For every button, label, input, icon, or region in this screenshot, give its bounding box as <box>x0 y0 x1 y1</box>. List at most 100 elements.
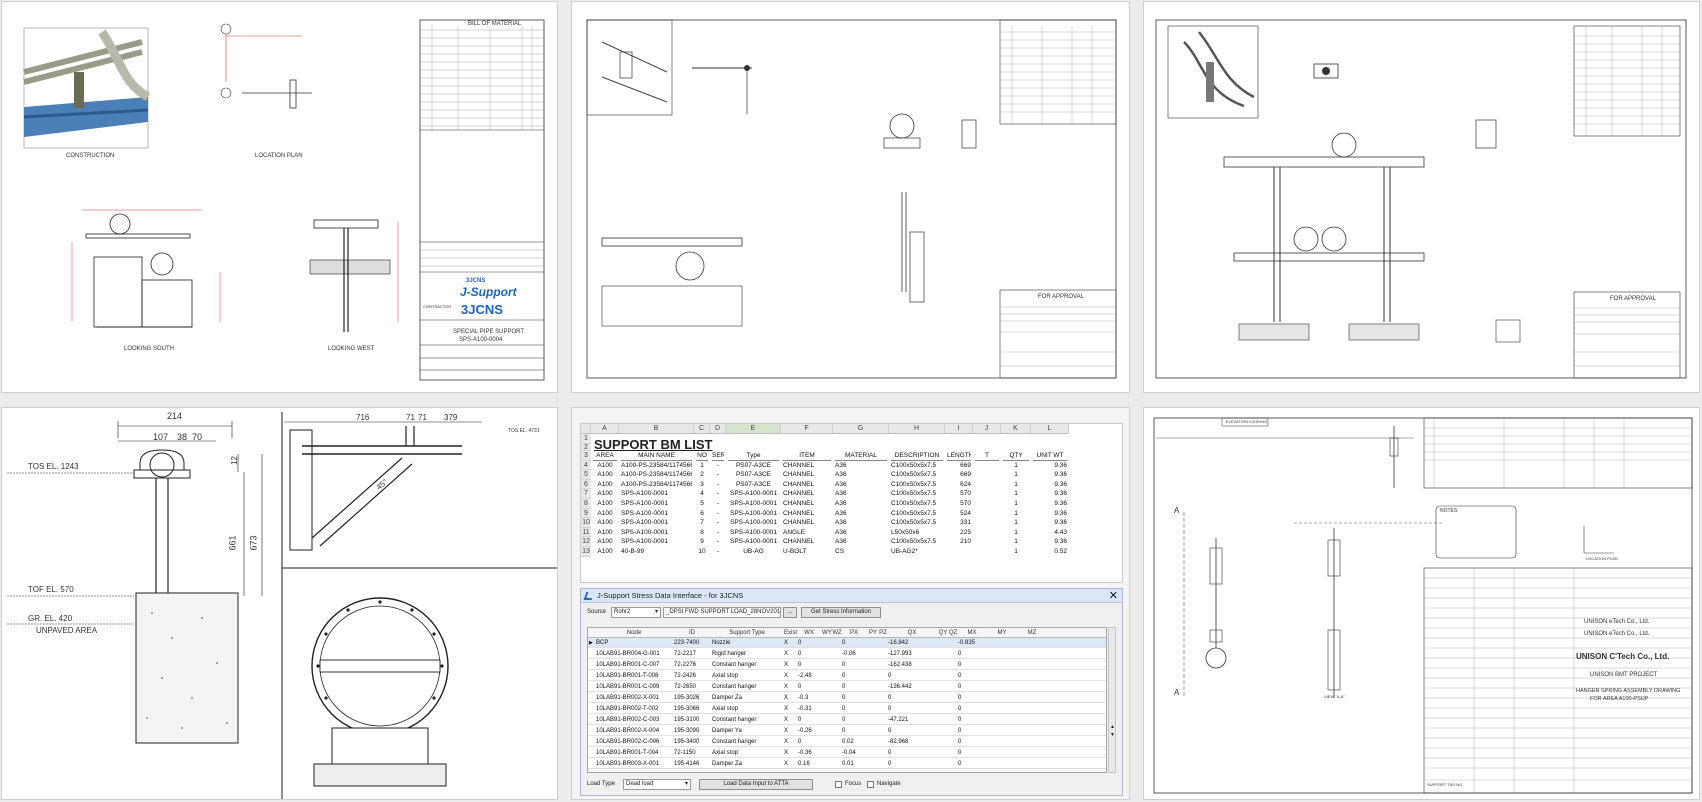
grid-column-header[interactable]: WX <box>804 630 814 636</box>
table-cell[interactable]: C100x50x5x7.5 <box>891 480 937 488</box>
table-cell[interactable]: 8 <box>700 528 704 536</box>
grid-cell[interactable]: 0 <box>798 662 802 668</box>
table-cell[interactable]: 225 <box>960 528 971 536</box>
grid-column-header[interactable]: MZ <box>1027 630 1037 636</box>
grid-cell[interactable]: 195-3400 <box>674 739 700 745</box>
grid-cell[interactable]: 0 <box>798 651 802 657</box>
table-cell[interactable]: 570 <box>960 490 971 498</box>
close-icon[interactable]: ✕ <box>1108 590 1118 602</box>
table-cell[interactable]: 1 <box>1014 519 1018 527</box>
table-cell[interactable]: A100 <box>597 471 613 479</box>
table-cell[interactable]: 9.36 <box>1054 480 1067 488</box>
drawing-panel-support-3[interactable]: FOR APPROVAL <box>1143 1 1700 393</box>
grid-cell[interactable]: 0 <box>798 640 802 646</box>
grid-cell[interactable]: X <box>784 717 789 723</box>
grid-cell[interactable]: 10LAB91-BR002-C-003 <box>596 717 660 723</box>
grid-cell[interactable]: 0 <box>888 695 892 701</box>
drawing-panel-dimension-detail[interactable]: 214 107 38 70 716 71 71 379 12 661 673 T… <box>1 407 558 800</box>
grid-cell[interactable]: 0 <box>842 717 846 723</box>
grid-cell[interactable]: 0 <box>842 695 846 701</box>
grid-cell[interactable]: 0 <box>958 706 962 712</box>
row-header[interactable]: 13 <box>581 547 591 557</box>
row-header[interactable]: 9 <box>581 508 591 519</box>
table-cell[interactable]: C100x50x5x7.5 <box>891 471 937 479</box>
grid-column-header[interactable]: QZ <box>948 630 958 636</box>
column-header[interactable]: L <box>1031 424 1069 434</box>
grid-cell[interactable]: 0 <box>888 761 892 767</box>
table-header-cell[interactable]: ITEM <box>783 451 831 461</box>
table-cell[interactable]: CHANNEL <box>783 500 815 507</box>
column-header[interactable]: C <box>694 424 710 434</box>
table-cell[interactable]: A100-PS-23584/1174566 <box>621 461 692 469</box>
column-header[interactable]: F <box>781 424 833 434</box>
grid-cell[interactable]: -82.968 <box>888 739 909 745</box>
table-cell[interactable]: 669 <box>960 461 971 469</box>
stress-data-dialog[interactable]: J-Support Stress Data Interface - for 3J… <box>580 588 1123 796</box>
table-cell[interactable]: A100 <box>597 500 613 507</box>
grid-cell[interactable]: 195-3090 <box>674 728 700 734</box>
table-cell[interactable]: A100-PS-23584/1174566 <box>621 480 692 488</box>
table-header-cell[interactable]: NO <box>696 452 708 461</box>
grid-cell[interactable]: 0 <box>888 673 892 679</box>
row-header[interactable]: 5 <box>581 470 591 480</box>
grid-cell[interactable]: X <box>784 750 789 756</box>
table-cell[interactable]: A36 <box>835 471 847 479</box>
table-cell[interactable]: 9.36 <box>1054 519 1067 527</box>
grid-cell[interactable]: -47.221 <box>888 717 909 723</box>
table-cell[interactable]: A36 <box>835 461 847 469</box>
table-cell[interactable]: A36 <box>835 509 847 517</box>
grid-cell[interactable]: 0 <box>958 684 962 690</box>
row-header[interactable]: 7 <box>581 489 591 499</box>
grid-cell[interactable]: Axial stop <box>712 706 739 712</box>
table-cell[interactable]: A100 <box>597 528 613 536</box>
table-header-cell[interactable]: UNIT WT <box>1033 451 1067 461</box>
column-header[interactable]: D <box>710 424 726 434</box>
table-cell[interactable]: SPS-A100-0001 <box>730 500 777 507</box>
table-header-cell[interactable]: MAIN NAME <box>621 451 692 461</box>
table-cell[interactable]: A100 <box>597 548 613 555</box>
grid-cell[interactable]: Constant hanger <box>712 684 757 690</box>
table-cell[interactable] <box>975 489 999 499</box>
table-cell[interactable]: 10 <box>698 548 706 555</box>
grid-cell[interactable]: 72-2276 <box>674 662 697 668</box>
table-cell[interactable]: 1 <box>1014 538 1018 546</box>
row-header[interactable]: 3 <box>581 451 591 461</box>
column-header[interactable]: B <box>619 424 694 434</box>
grid-cell[interactable]: 0 <box>958 673 962 679</box>
table-cell[interactable]: UB-AG <box>743 548 764 555</box>
table-cell[interactable]: 0.52 <box>1054 548 1067 555</box>
grid-cell[interactable]: 0 <box>888 728 892 734</box>
grid-cell[interactable]: Rigid hanger <box>712 651 747 657</box>
table-cell[interactable]: A100 <box>597 538 613 546</box>
grid-cell[interactable]: 195-3100 <box>674 717 700 723</box>
table-cell[interactable]: A100 <box>597 461 613 469</box>
row-header[interactable]: 12 <box>581 537 591 547</box>
grid-cell[interactable]: -0.3 <box>798 695 809 701</box>
column-header[interactable]: A <box>591 424 619 434</box>
grid-cell[interactable]: 223-7400 <box>674 640 700 646</box>
table-cell[interactable]: - <box>716 461 720 469</box>
table-cell[interactable]: SPS-A100-0001 <box>730 519 777 527</box>
table-cell[interactable] <box>975 499 999 509</box>
table-cell[interactable]: C100x50x5x7.5 <box>891 490 937 498</box>
load-data-button[interactable]: Load Data Input to ATTA <box>699 779 813 790</box>
table-cell[interactable]: SPS-A100-0001 <box>730 538 777 546</box>
table-cell[interactable]: - <box>716 548 720 555</box>
get-stress-button[interactable]: Get Stress Information <box>801 607 881 618</box>
grid-cell[interactable]: 10LAB91-BR001-T-008 <box>596 673 659 679</box>
grid-cell[interactable]: X <box>784 640 789 646</box>
table-cell[interactable]: SPS-A100-0001 <box>621 528 668 536</box>
grid-cell[interactable]: -136.442 <box>888 684 912 690</box>
drawing-panel-hanger-spring[interactable]: ELEVATION LOOKING A A VIEW "A-A" NOTES L… <box>1143 407 1700 800</box>
table-cell[interactable]: - <box>716 480 720 488</box>
table-cell[interactable]: 331 <box>960 519 971 527</box>
grid-cell[interactable]: X <box>784 651 789 657</box>
row-header[interactable]: 2 <box>581 444 591 451</box>
table-cell[interactable]: A100 <box>597 519 613 527</box>
table-cell[interactable]: 624 <box>960 480 971 488</box>
table-cell[interactable]: C100x50x5x7.5 <box>891 461 937 469</box>
grid-cell[interactable]: 0 <box>958 728 962 734</box>
support-bm-spreadsheet[interactable]: A B C D E F G H I J K L SUPPORT BM LIST … <box>580 423 1123 583</box>
